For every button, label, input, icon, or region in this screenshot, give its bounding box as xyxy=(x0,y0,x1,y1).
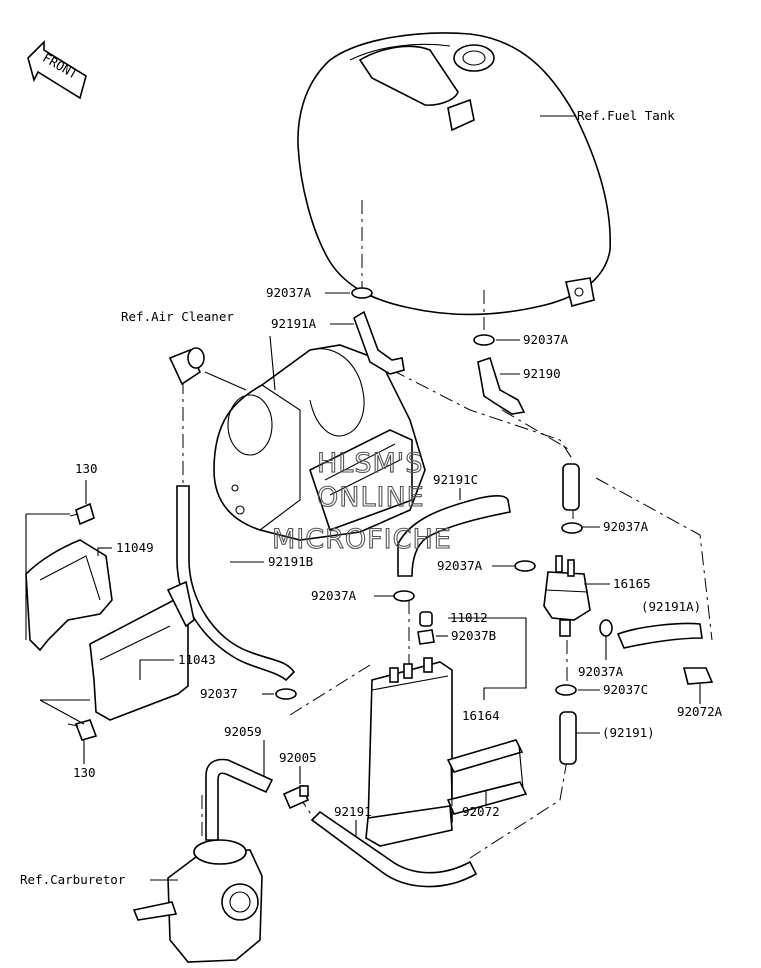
label-92059: 92059 xyxy=(224,724,262,739)
label-11012: 11012 xyxy=(450,610,488,625)
label-92191B: 92191B xyxy=(268,554,313,569)
strap xyxy=(446,739,528,815)
label-92037: 92037 xyxy=(200,686,238,701)
carburetor: Ref.Carburetor xyxy=(20,839,263,963)
front-arrow-icon: FRONT xyxy=(27,40,87,100)
hose-92191B xyxy=(176,485,296,682)
label-92191A-paren: (92191A) xyxy=(641,599,701,614)
hose-straight-upper xyxy=(562,463,580,511)
label-11049: 11049 xyxy=(116,540,154,555)
label-16164: 16164 xyxy=(462,708,500,723)
hose-92191C xyxy=(397,495,511,577)
label-92037A-6: 92037A xyxy=(578,664,624,679)
clamps xyxy=(275,287,714,700)
hose-92190 xyxy=(477,356,526,415)
label-92037A-1: 92037A xyxy=(266,285,312,300)
ref-air-cleaner-label: Ref.Air Cleaner xyxy=(121,309,234,324)
label-92191A: 92191A xyxy=(271,316,317,331)
hose-92191-bottom xyxy=(310,810,478,888)
label-11043: 11043 xyxy=(178,652,216,667)
watermark-line-1: HLSM'S xyxy=(317,448,423,479)
label-130-top: 130 xyxy=(75,461,98,476)
label-92037C: 92037C xyxy=(603,682,648,697)
label-92037A-2: 92037A xyxy=(523,332,569,347)
watermark-line-3: MICROFICHE xyxy=(272,524,452,555)
bolts xyxy=(67,502,98,741)
ref-fuel-tank-label: Ref.Fuel Tank xyxy=(577,108,675,123)
air-cleaner-fitting xyxy=(168,347,205,386)
label-92072: 92072 xyxy=(462,804,500,819)
hose-92059 xyxy=(205,758,274,841)
label-92072A: 92072A xyxy=(677,704,723,719)
bracket-11043 xyxy=(89,580,195,721)
fitting-92005 xyxy=(282,784,310,810)
part-labels: 92037A 92191A 92037A 92190 92191C 130 11… xyxy=(73,285,723,819)
hose-92191-right xyxy=(559,711,577,765)
hose-92191A xyxy=(353,310,405,375)
ref-carburetor-label: Ref.Carburetor xyxy=(20,872,126,887)
canister xyxy=(365,611,453,847)
watermark-line-2: ONLINE xyxy=(317,482,425,513)
label-92037A-3: 92037A xyxy=(603,519,649,534)
label-92005: 92005 xyxy=(279,750,317,765)
bracket-11049 xyxy=(25,539,113,652)
leader-lines xyxy=(25,292,701,836)
label-92037A-5: 92037A xyxy=(311,588,357,603)
label-92037A-4: 92037A xyxy=(437,558,483,573)
air-cleaner: Ref.Air Cleaner xyxy=(121,309,426,541)
watermark: HLSM'S ONLINE MICROFICHE xyxy=(271,447,452,555)
fuel-filter xyxy=(543,555,591,637)
label-92191-paren: (92191) xyxy=(602,725,655,740)
label-92190: 92190 xyxy=(523,366,561,381)
fuel-tank: Ref.Fuel Tank xyxy=(297,32,675,316)
label-130-bottom: 130 xyxy=(73,765,96,780)
label-92191: 92191 xyxy=(334,804,372,819)
label-92037B: 92037B xyxy=(451,628,496,643)
hose-92191A-right xyxy=(616,622,703,649)
label-16165: 16165 xyxy=(613,576,651,591)
label-92191C: 92191C xyxy=(433,472,478,487)
